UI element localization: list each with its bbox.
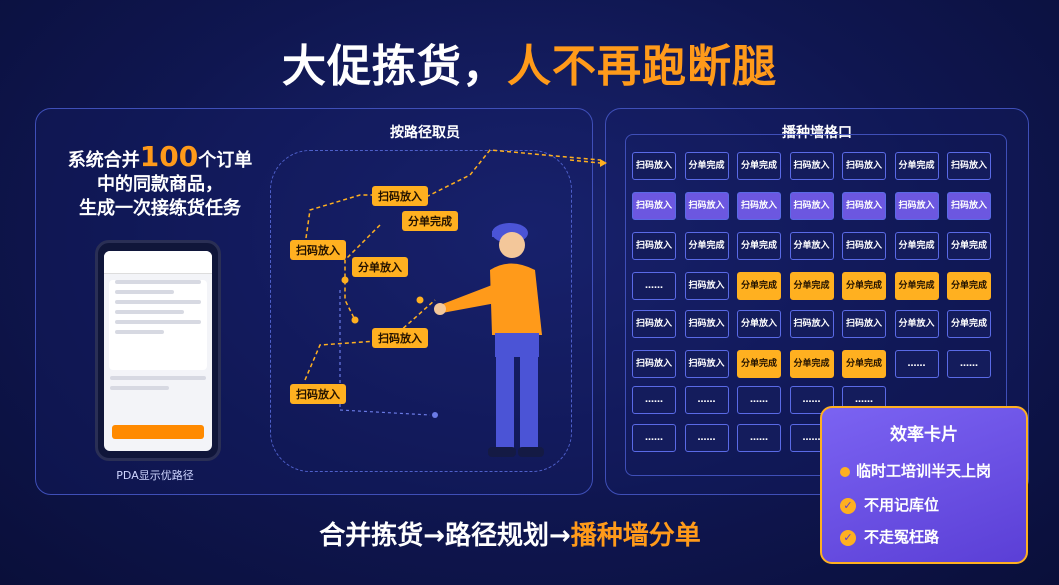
wall-cell: 扫码放入 (894, 192, 939, 220)
wall-cell: 分单完成 (789, 350, 834, 378)
efficiency-item-1-text: 临时工培训半天上岗 (856, 462, 992, 480)
wall-cell: 扫码放入 (789, 310, 834, 338)
wall-cell: 分单完成 (737, 350, 781, 378)
wall-cell: …… (684, 424, 729, 452)
wall-cell: 分单完成 (894, 152, 939, 180)
wall-cell: 分单完成 (894, 272, 939, 300)
intro-line3: 生成一次接练货任务 (79, 198, 241, 219)
wall-cell: 分单完成 (737, 272, 781, 300)
wall-cell: 扫码放入 (789, 192, 834, 220)
pda-screen (104, 251, 212, 451)
title-part1: 大促拣货， (282, 41, 507, 92)
pda-card (109, 280, 207, 370)
wall-cell: …… (947, 350, 991, 378)
route-area (270, 150, 572, 472)
intro-prefix: 系统合并 (67, 150, 140, 171)
bottom-flow-part1: 合并拣货→路径规划→ (319, 521, 571, 551)
wall-cell: 分单完成 (947, 232, 991, 260)
wall-cell: 扫码放入 (684, 272, 729, 300)
route-tag-6: 扫码放入 (290, 384, 346, 404)
wall-cell: …… (737, 424, 781, 452)
wall-cell: 分单放入 (894, 310, 939, 338)
efficiency-item-3-text: 不走冤枉路 (864, 528, 940, 546)
wall-cell: 分单完成 (684, 152, 729, 180)
wall-cell: 扫码放入 (737, 192, 781, 220)
wall-cell: 分单完成 (947, 272, 991, 300)
wall-cell: 扫码放入 (842, 310, 886, 338)
wall-cell: …… (632, 424, 676, 452)
wall-cell: …… (894, 350, 939, 378)
efficiency-item-1: 临时工培训半天上岗 (840, 460, 991, 481)
intro-suffix: 个订单 (198, 150, 253, 171)
bottom-flow-part2: 播种墙分单 (570, 521, 701, 551)
pda-confirm-button[interactable] (112, 425, 204, 439)
wall-cell: …… (684, 386, 729, 414)
wall-cell: …… (632, 386, 676, 414)
pda-header (104, 251, 212, 274)
efficiency-item-3: ✓ 不走冤枉路 (840, 526, 939, 547)
wall-cell: 分单放入 (737, 310, 781, 338)
bullet-icon (840, 466, 850, 477)
intro-line2: 中的同款商品， (97, 174, 223, 195)
route-tag-1: 扫码放入 (372, 186, 428, 206)
pda-label: PDA显示优路径 (116, 469, 194, 482)
wall-cell: 分单完成 (842, 350, 886, 378)
intro-text: 系统合并100个订单 中的同款商品， 生成一次接练货任务 (60, 143, 260, 221)
efficiency-title: 效率卡片 (890, 425, 958, 445)
check-icon: ✓ (840, 529, 856, 546)
wall-cell: 分单完成 (789, 272, 834, 300)
efficiency-item-2: ✓ 不用记库位 (840, 494, 939, 515)
wall-cell: 分单完成 (737, 152, 781, 180)
wall-cell: 分单完成 (894, 232, 939, 260)
route-tag-4: 分单放入 (352, 257, 408, 277)
wall-cell: 扫码放入 (947, 192, 991, 220)
wall-panel-title: 播种墙格口 (782, 125, 852, 141)
pda-device (95, 240, 221, 461)
wall-cell: 扫码放入 (632, 310, 676, 338)
wall-cell: 扫码放入 (789, 152, 834, 180)
page-title: 大促拣货，人不再跑断腿 (0, 30, 1059, 94)
wall-cell: 分单完成 (947, 310, 991, 338)
wall-cell: 分单放入 (789, 232, 834, 260)
efficiency-card: 效率卡片 临时工培训半天上岗 ✓ 不用记库位 ✓ 不走冤枉路 (820, 406, 1028, 564)
intro-line1: 系统合并100个订单 (60, 143, 260, 173)
seeding-wall-grid (625, 134, 1007, 476)
wall-cell: 扫码放入 (842, 152, 886, 180)
wall-cell: …… (632, 272, 676, 300)
efficiency-item-2-text: 不用记库位 (864, 496, 940, 514)
wall-cell: 扫码放入 (947, 152, 991, 180)
worker-illustration (434, 223, 544, 457)
wall-cell: 扫码放入 (684, 350, 729, 378)
wall-cell: 分单完成 (684, 232, 729, 260)
wall-cell: 扫码放入 (632, 192, 676, 220)
wall-cell: 扫码放入 (684, 192, 729, 220)
wall-cell: 扫码放入 (632, 152, 676, 180)
bottom-flow: 合并拣货→路径规划→播种墙分单 (0, 515, 1020, 552)
title-part2: 人不再跑断腿 (507, 41, 777, 92)
route-panel-title: 按路径取员 (390, 125, 460, 141)
route-tag-5: 扫码放入 (372, 328, 428, 348)
check-icon: ✓ (840, 497, 856, 514)
wall-cell: 扫码放入 (684, 310, 729, 338)
wall-cell: 扫码放入 (842, 192, 886, 220)
wall-cell: …… (737, 386, 781, 414)
route-tag-2: 分单完成 (402, 211, 458, 231)
wall-cell: 分单完成 (737, 232, 781, 260)
wall-cell: 扫码放入 (632, 350, 676, 378)
route-tag-3: 扫码放入 (290, 240, 346, 260)
intro-number: 100 (139, 140, 199, 173)
wall-cell: 分单完成 (842, 272, 886, 300)
wall-cell: 扫码放入 (632, 232, 676, 260)
wall-cell: 扫码放入 (842, 232, 886, 260)
